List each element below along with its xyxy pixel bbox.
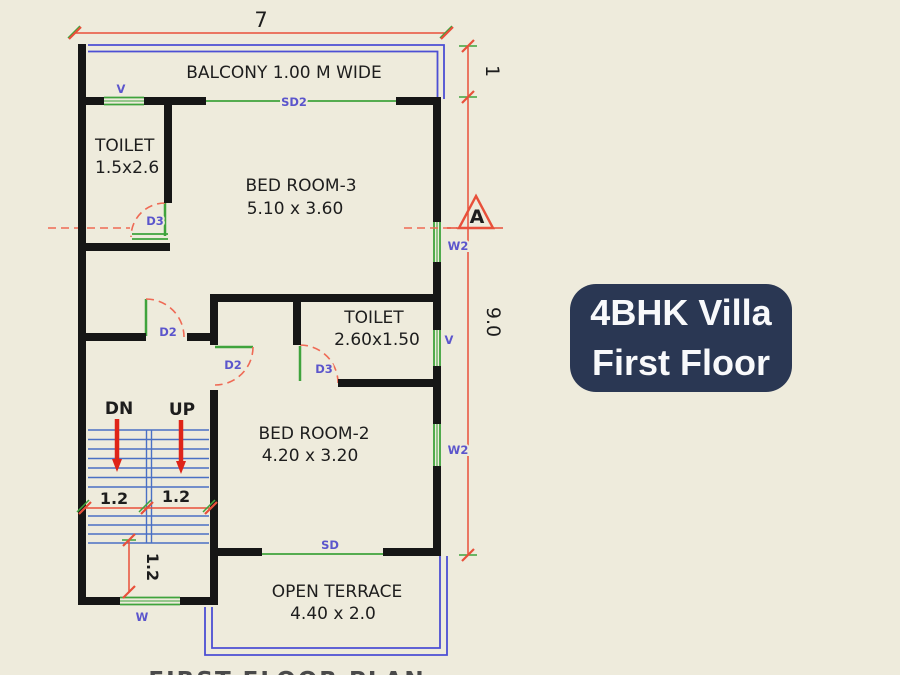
dimension-lines: [67, 25, 477, 599]
overall-width-dim: 7: [254, 8, 267, 32]
toilet1-door-tag: D3: [146, 214, 164, 228]
toilet2-size: 2.60x1.50: [334, 330, 420, 350]
title-badge: 4BHK Villa First Floor: [570, 284, 792, 392]
dn-label: DN: [105, 399, 133, 419]
section-marker: A: [447, 193, 503, 230]
bed2-door-tag: D2: [224, 358, 242, 372]
terrace-boundary: [204, 556, 448, 656]
vent-top-tag: V: [117, 82, 126, 96]
up-label: UP: [169, 400, 195, 420]
staircase: [88, 429, 209, 544]
overall-depth-dim: 9.0: [482, 307, 504, 337]
stair-labels: DN UP 1.2 1.2 1.2: [100, 399, 195, 581]
room-labels: BALCONY 1.00 M WIDE TOILET 1.5x2.6 BED R…: [94, 63, 420, 624]
toilet2-vent-tag: V: [445, 333, 454, 347]
stair-direction-arrows: [112, 419, 186, 474]
opening-tags: V SD2 W2 V W2 SD W D3 D2 D2 D3: [115, 80, 471, 626]
title-badge-line2: First Floor: [592, 342, 770, 383]
bedroom2-name: BED ROOM-2: [258, 424, 369, 444]
toilet2-door-tag: D3: [315, 362, 333, 376]
balcony-rail: [88, 44, 445, 99]
bedroom3-size: 5.10 x 3.60: [247, 199, 344, 219]
stair-window-tag: W: [136, 610, 149, 624]
bed2-window-tag: W2: [448, 443, 469, 457]
landing-depth: 1.2: [143, 553, 162, 581]
toilet2-name: TOILET: [343, 308, 404, 328]
title-badge-line1: 4BHK Villa: [590, 291, 772, 333]
plan-caption: FIRST FLOOR PLAN: [148, 668, 425, 675]
toilet1-name: TOILET: [94, 136, 155, 156]
flight-width-left: 1.2: [100, 489, 128, 508]
terrace-slider-tag: SD: [321, 538, 339, 552]
terrace-size: 4.40 x 2.0: [290, 604, 376, 624]
bedroom3-name: BED ROOM-3: [245, 176, 356, 196]
balcony-slider-tag: SD2: [281, 95, 307, 109]
toilet1-size: 1.5x2.6: [95, 158, 159, 178]
balcony-label: BALCONY 1.00 M WIDE: [186, 63, 382, 83]
doors: [130, 202, 339, 386]
bed3-window-tag: W2: [448, 239, 469, 253]
balcony-depth-dim: 1: [481, 65, 503, 77]
section-marker-letter: A: [470, 206, 485, 228]
terrace-name: OPEN TERRACE: [272, 582, 403, 602]
dimension-labels: 7 1 9.0: [254, 8, 504, 337]
corridor-door-tag: D2: [159, 325, 177, 339]
bedroom2-size: 4.20 x 3.20: [262, 446, 359, 466]
flight-width-right: 1.2: [162, 487, 190, 506]
